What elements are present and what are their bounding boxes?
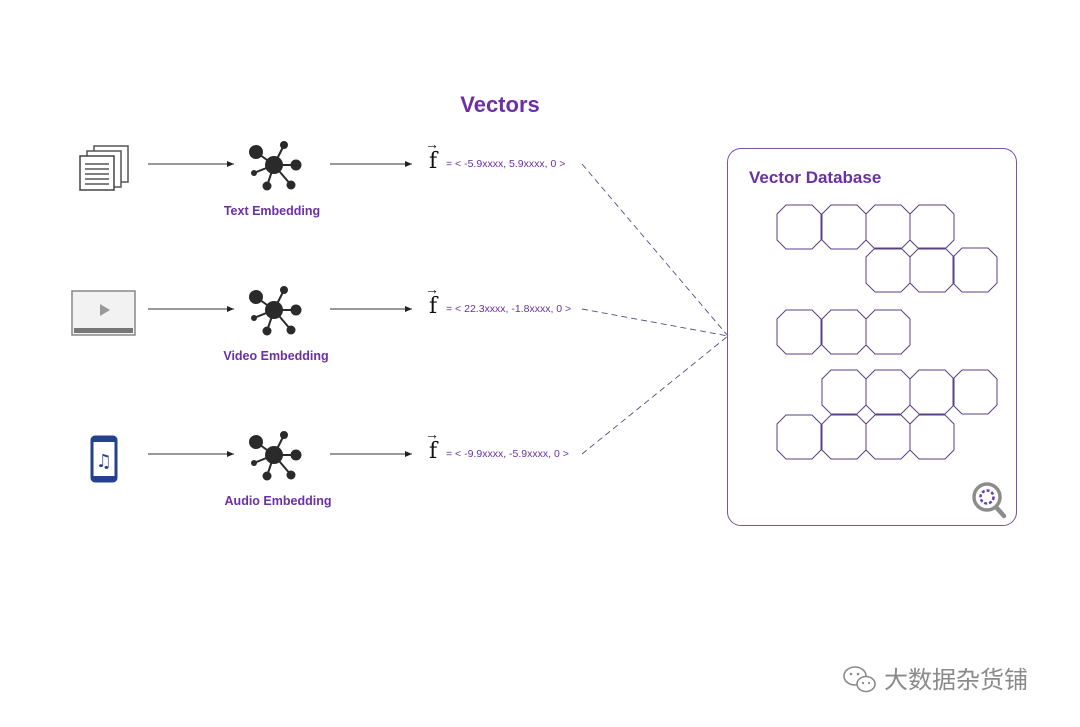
- audio-vector-value: = < -9.9xxxx, -5.9xxxx, 0 >: [446, 448, 569, 460]
- database-cells: [776, 204, 998, 460]
- dashed-connector-text: [581, 163, 729, 337]
- database-cell: [865, 369, 911, 415]
- video-icon: [71, 290, 136, 336]
- database-cell: [952, 247, 998, 293]
- database-cell: [909, 247, 955, 293]
- magnifier-icon: [972, 482, 1007, 519]
- database-cell: [821, 369, 867, 415]
- watermark-text: 大数据杂货铺: [884, 666, 1028, 694]
- wechat-logo-icon: [843, 666, 876, 693]
- vector-arrow-icon: →: [425, 426, 439, 442]
- video-embedding-network-icon: [249, 286, 302, 336]
- vector-symbol: f: [429, 439, 438, 464]
- text-embedding-label: Text Embedding: [223, 204, 321, 218]
- database-cell: [776, 414, 822, 460]
- dashed-connector-video: [581, 308, 729, 337]
- music-phone-icon: ♫: [90, 435, 118, 483]
- document-icon: [79, 145, 129, 191]
- vector-arrow-icon: →: [425, 281, 439, 297]
- database-cell: [909, 414, 955, 460]
- database-cell: [776, 309, 822, 355]
- vector-database-title: Vector Database: [749, 168, 882, 187]
- text-vector-value: = < -5.9xxxx, 5.9xxxx, 0 >: [446, 158, 566, 170]
- database-cell: [821, 204, 867, 250]
- database-cell: [821, 414, 867, 460]
- database-cell: [821, 309, 867, 355]
- audio-embedding-network-icon: [249, 431, 302, 481]
- database-cell: [865, 247, 911, 293]
- diagram-title: Vectors: [460, 92, 540, 117]
- database-cell: [909, 369, 955, 415]
- vector-symbol: f: [429, 294, 438, 319]
- database-cell: [909, 204, 955, 250]
- vector-database-panel: [727, 148, 1017, 526]
- vector-arrow-icon: →: [425, 136, 439, 152]
- database-cell: [865, 309, 911, 355]
- database-cell: [952, 369, 998, 415]
- database-cell: [776, 204, 822, 250]
- database-cell: [865, 414, 911, 460]
- svg-text:♫: ♫: [96, 451, 112, 472]
- audio-embedding-label: Audio Embedding: [224, 494, 332, 508]
- video-embedding-label: Video Embedding: [223, 349, 329, 363]
- vector-symbol: f: [429, 149, 438, 174]
- text-embedding-network-icon: [249, 141, 302, 191]
- dashed-connector-audio: [581, 335, 729, 455]
- video-vector-value: = < 22.3xxxx, -1.8xxxx, 0 >: [446, 303, 572, 315]
- database-cell: [865, 204, 911, 250]
